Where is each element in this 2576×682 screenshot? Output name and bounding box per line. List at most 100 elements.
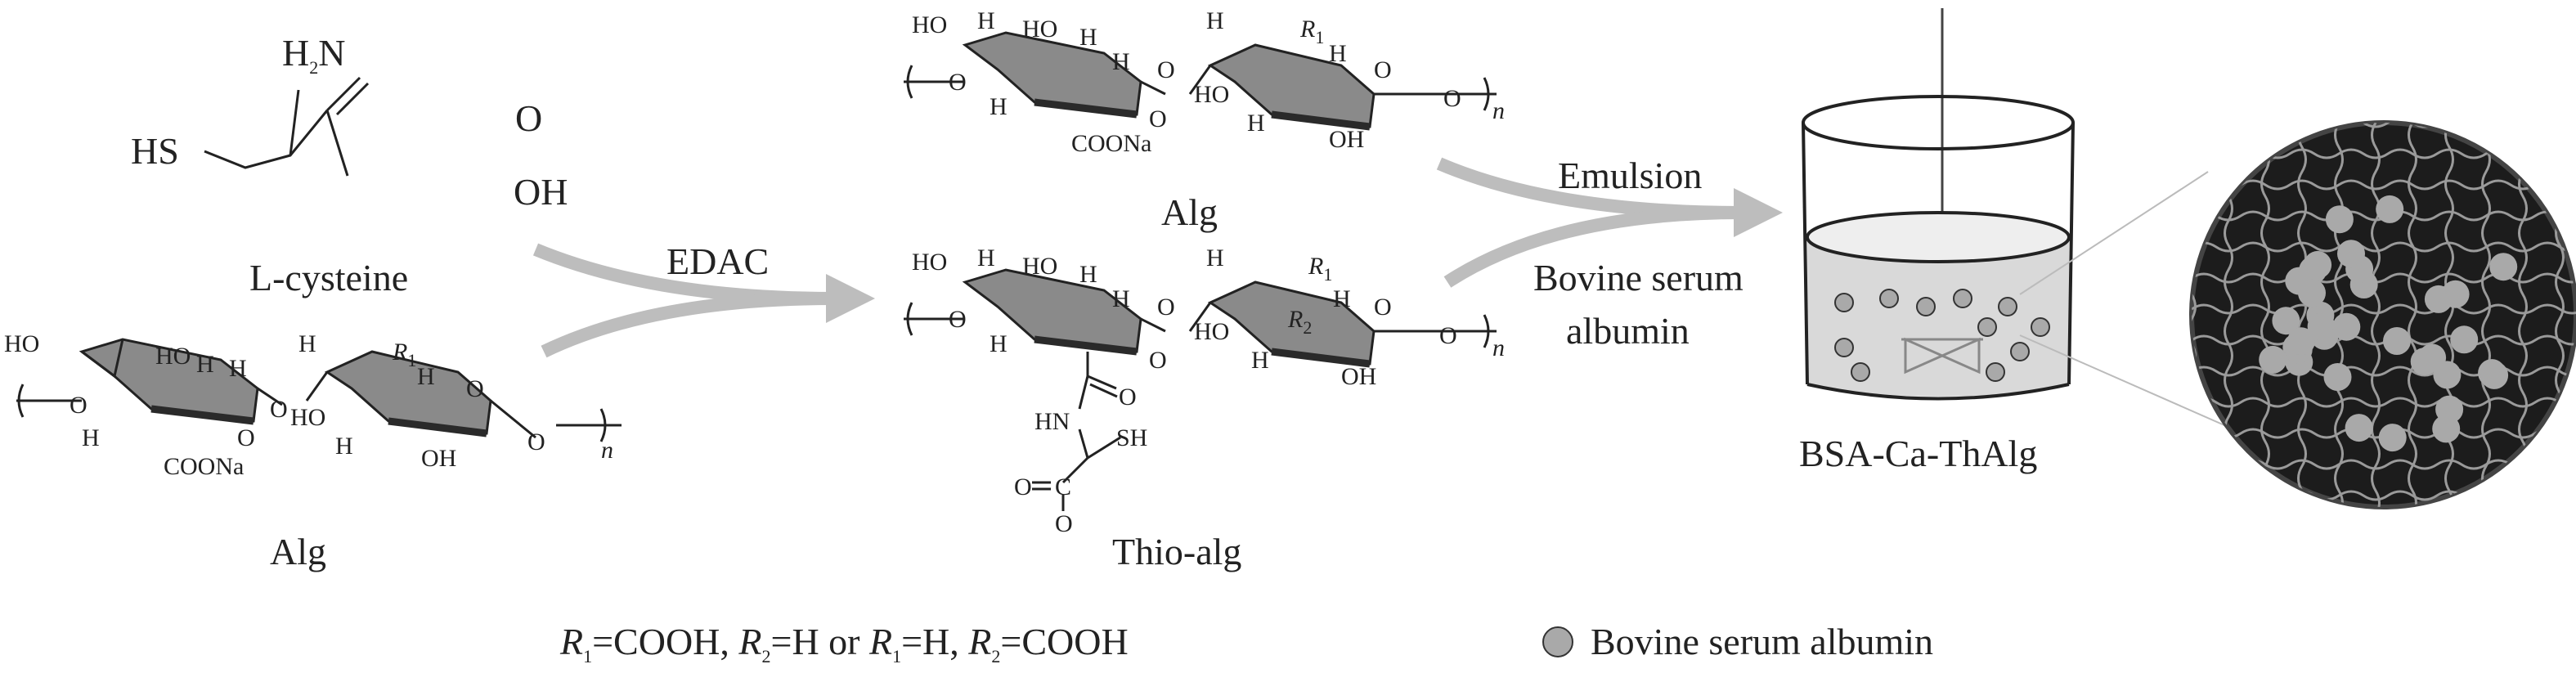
alg-left-structure: HO O H HO H H O COONa O HO H R1 H O H OH… (4, 330, 622, 480)
svg-text:O: O (466, 375, 484, 402)
h2n-label: H2N (282, 32, 345, 78)
svg-text:H: H (1112, 48, 1130, 75)
svg-text:O: O (70, 392, 88, 419)
svg-text:H: H (1247, 110, 1265, 137)
svg-text:HO: HO (290, 404, 325, 431)
gel-sphere (2188, 119, 2576, 515)
svg-text:H: H (82, 424, 100, 451)
legend-bsa-label: Bovine serum albumin (1591, 621, 1933, 662)
edac-label: EDAC (666, 240, 769, 282)
svg-text:O: O (1374, 56, 1392, 83)
thio-alg-structure: HO H O H HO H H O O HN SH O C O O HO H R… (904, 245, 1505, 537)
svg-text:HO: HO (1022, 16, 1057, 43)
bsa-particle (2345, 414, 2373, 442)
bsa-particle (2259, 346, 2287, 374)
svg-text:H: H (1206, 245, 1224, 271)
svg-text:H: H (1329, 40, 1347, 67)
svg-text:COONa: COONa (1071, 130, 1151, 157)
svg-text:O: O (1149, 347, 1167, 374)
svg-text:H: H (977, 245, 995, 271)
svg-text:O: O (949, 69, 967, 96)
svg-text:H: H (298, 330, 316, 357)
alg-left-label: Alg (270, 531, 326, 572)
bsa-particle (2489, 253, 2517, 280)
svg-text:H: H (417, 363, 435, 390)
svg-text:H: H (977, 7, 995, 34)
svg-text:R1: R1 (1299, 16, 1324, 47)
footnote: R1=COOH, R2=H or R1=H, R2=COOH (559, 621, 1129, 666)
bsa-particle (2324, 363, 2352, 391)
svg-text:H: H (335, 433, 353, 460)
svg-text:H: H (990, 93, 1008, 120)
svg-text:H: H (196, 351, 214, 378)
svg-text:O: O (270, 396, 288, 423)
svg-text:n: n (1492, 334, 1505, 361)
svg-text:HO: HO (155, 343, 191, 370)
legend-bsa-marker (1543, 627, 1573, 657)
svg-text:COONa: COONa (164, 453, 244, 480)
svg-text:HO: HO (1194, 318, 1229, 345)
o-label: O (515, 97, 542, 139)
alg-top-structure: HO H O H HO H H O COONa O HO H R1 H O H … (904, 7, 1505, 157)
svg-text:SH: SH (1116, 424, 1147, 451)
svg-text:HO: HO (4, 330, 39, 357)
bsa-particle (2376, 195, 2403, 223)
svg-text:H: H (1206, 7, 1224, 34)
svg-text:O: O (1439, 322, 1457, 349)
l-cysteine-structure: H2N HS O OH (131, 32, 568, 213)
product-label: BSA-Ca-ThAlg (1799, 433, 2037, 474)
bsa-particle (2383, 327, 2411, 355)
svg-text:O: O (1374, 294, 1392, 321)
svg-text:H: H (1112, 285, 1130, 312)
bsa-label-line1: Bovine serum (1533, 257, 1744, 298)
svg-text:HN: HN (1034, 408, 1070, 435)
bsa-particle (2379, 424, 2407, 451)
svg-text:H: H (229, 355, 247, 382)
svg-text:HO: HO (1022, 253, 1057, 280)
svg-text:R1: R1 (1308, 253, 1332, 285)
bsa-particle (2450, 325, 2478, 353)
l-cysteine-bonds (200, 114, 507, 172)
oh-label: OH (514, 171, 568, 213)
svg-text:H: H (1079, 24, 1097, 51)
bsa-particle (2480, 361, 2508, 389)
svg-text:HO: HO (912, 11, 947, 38)
bsa-particle (2435, 396, 2463, 424)
svg-text:OH: OH (1341, 363, 1376, 390)
svg-text:O: O (237, 424, 255, 451)
svg-text:H: H (990, 330, 1008, 357)
thio-alg-label: Thio-alg (1112, 531, 1241, 572)
svg-text:O: O (1149, 105, 1167, 132)
svg-text:O: O (1157, 56, 1175, 83)
alg-top-label: Alg (1161, 191, 1218, 233)
svg-text:HO: HO (1194, 81, 1229, 108)
bsa-particle (2298, 279, 2326, 307)
hs-label: HS (131, 130, 179, 172)
svg-text:O: O (1119, 384, 1137, 411)
bsa-label-line2: albumin (1566, 310, 1690, 352)
bsa-particle (2326, 205, 2354, 233)
bsa-particle (2332, 313, 2360, 341)
l-cysteine-label: L-cysteine (249, 257, 408, 298)
svg-text:n: n (601, 437, 613, 464)
svg-text:OH: OH (1329, 126, 1364, 153)
svg-text:O: O (527, 428, 545, 455)
svg-text:O: O (1014, 473, 1032, 500)
emulsion-label: Emulsion (1558, 155, 1702, 196)
svg-text:O: O (1443, 85, 1461, 112)
bsa-particle (2442, 280, 2470, 308)
svg-text:OH: OH (421, 445, 456, 472)
bsa-particle (2337, 240, 2365, 267)
bsa-particle (2304, 251, 2331, 279)
svg-text:O: O (949, 306, 967, 333)
svg-text:O: O (1157, 294, 1175, 321)
svg-text:O: O (1055, 510, 1073, 537)
svg-text:HO: HO (912, 249, 947, 276)
svg-text:H: H (1333, 285, 1351, 312)
bsa-particle (2411, 348, 2439, 375)
svg-text:H: H (1251, 347, 1269, 374)
svg-text:n: n (1492, 97, 1505, 124)
svg-text:H: H (1079, 261, 1097, 288)
